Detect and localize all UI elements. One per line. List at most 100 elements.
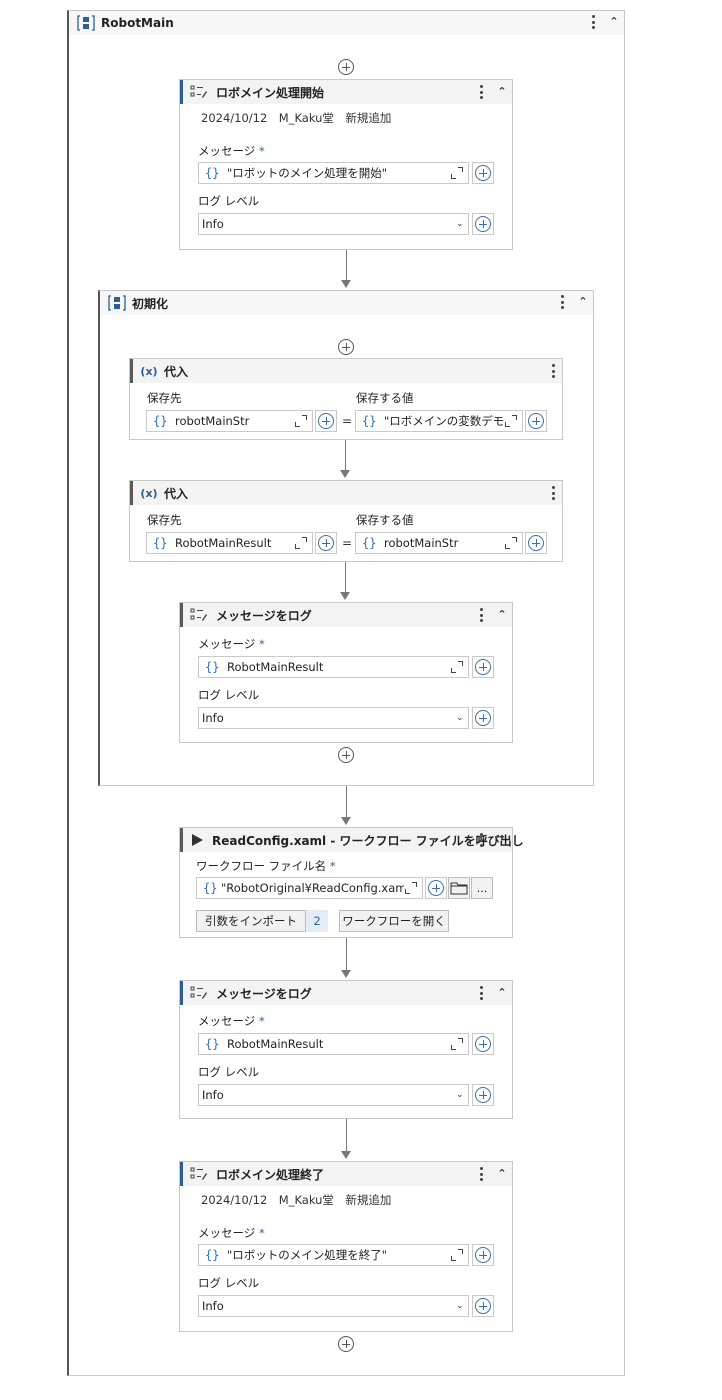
add-activity-top-icon[interactable] [338, 59, 354, 75]
play-icon [190, 831, 204, 849]
log-start-collapse-icon[interactable]: ⌃ [497, 85, 507, 98]
log-inner-message-label: メッセージ * [198, 637, 265, 651]
assign-1-header[interactable]: (x) 代入 [130, 359, 562, 383]
plus-icon [528, 413, 544, 429]
import-arguments-button[interactable]: 引数をインポート [196, 910, 306, 932]
expand-editor-icon[interactable] [450, 660, 464, 674]
more-options-button[interactable]: ... [471, 877, 493, 899]
assign-1-title: 代入 [164, 364, 189, 379]
log-start-level-select[interactable]: Info ⌄ [198, 213, 469, 235]
invoke-collapse-icon[interactable]: ⌃ [497, 833, 507, 846]
expression-icon: {} [203, 881, 218, 895]
log-start-title: ロボメイン処理開始 [216, 85, 325, 100]
log-start-activity[interactable]: ロボメイン処理開始 ⌃ 2024/10/12 M_Kaku堂 新規追加 メッセー… [179, 79, 513, 250]
log-start-message-field[interactable]: {} "ロボットのメイン処理を開始" [198, 162, 469, 184]
log-inner-activity[interactable]: メッセージをログ ⌃ メッセージ * {} RobotMainResult ログ… [179, 602, 513, 743]
expand-editor-icon[interactable] [294, 536, 308, 550]
assign-2-to-field[interactable]: {} RobotMainResult [146, 532, 313, 554]
log-inner-message-field[interactable]: {} RobotMainResult [198, 656, 469, 678]
log-end-message-add-button[interactable] [472, 1244, 494, 1266]
invoke-file-add-button[interactable] [425, 877, 447, 899]
connector-line [346, 1119, 347, 1151]
robotmain-menu-icon[interactable] [586, 14, 600, 30]
log-inner-header[interactable]: メッセージをログ [180, 603, 512, 627]
expand-editor-icon[interactable] [294, 414, 308, 428]
log-start-menu-icon[interactable] [474, 84, 488, 100]
assign-1-to-label: 保存先 [147, 391, 182, 405]
add-activity-init-bottom-icon[interactable] [338, 747, 354, 763]
log-outer-header[interactable]: メッセージをログ [180, 981, 512, 1005]
log-start-header[interactable]: ロボメイン処理開始 [180, 80, 512, 104]
log-end-menu-icon[interactable] [474, 1166, 488, 1182]
expand-editor-icon[interactable] [404, 881, 418, 895]
assign-2-value-field[interactable]: {} robotMainStr [355, 532, 523, 554]
expand-editor-icon[interactable] [504, 414, 518, 428]
invoke-header[interactable]: ReadConfig.xaml - ワークフロー ファイルを呼び出し [180, 828, 524, 852]
browse-folder-button[interactable] [448, 877, 470, 899]
assign-activity-1[interactable]: (x) 代入 保存先 保存する値 {} robotMainStr = {} "ロ… [129, 358, 563, 440]
log-outer-level-add-button[interactable] [472, 1084, 494, 1106]
assign-activity-2[interactable]: (x) 代入 保存先 保存する値 {} RobotMainResult = {}… [129, 480, 563, 562]
log-outer-message-value: RobotMainResult [227, 1037, 324, 1051]
expression-icon: {} [205, 1037, 220, 1051]
log-outer-title: メッセージをログ [216, 986, 312, 1001]
log-outer-level-select[interactable]: Info ⌄ [198, 1084, 469, 1106]
log-outer-menu-icon[interactable] [474, 985, 488, 1001]
open-workflow-button[interactable]: ワークフローを開く [339, 910, 449, 932]
assign-2-value-add-button[interactable] [525, 532, 547, 554]
assign-1-value-field[interactable]: {} "ロボメインの変数デモ" [355, 410, 523, 432]
assign-2-value-value: robotMainStr [384, 536, 459, 550]
expand-editor-icon[interactable] [504, 536, 518, 550]
init-header[interactable]: 初期化 [100, 291, 593, 315]
log-outer-message-field[interactable]: {} RobotMainResult [198, 1033, 469, 1055]
log-start-annotation: 2024/10/12 M_Kaku堂 新規追加 [201, 111, 392, 125]
assign-1-value-label: 保存する値 [356, 391, 414, 405]
add-activity-init-top-icon[interactable] [338, 339, 354, 355]
assign-1-to-add-button[interactable] [315, 410, 337, 432]
init-title: 初期化 [132, 296, 169, 311]
log-end-message-field[interactable]: {} "ロボットのメイン処理を終了" [198, 1244, 469, 1266]
log-start-message-add-button[interactable] [472, 162, 494, 184]
log-end-activity[interactable]: ロボメイン処理終了 ⌃ 2024/10/12 M_Kaku堂 新規追加 メッセー… [179, 1161, 513, 1332]
plus-icon [318, 535, 334, 551]
assign-2-to-add-button[interactable] [315, 532, 337, 554]
assign-1-to-field[interactable]: {} robotMainStr [146, 410, 313, 432]
robotmain-collapse-icon[interactable]: ⌃ [609, 15, 619, 28]
robotmain-header[interactable]: RobotMain [69, 11, 624, 35]
log-inner-menu-icon[interactable] [474, 607, 488, 623]
log-end-level-add-button[interactable] [472, 1295, 494, 1317]
expression-icon: {} [205, 166, 220, 180]
log-outer-level-value: Info [202, 1088, 224, 1102]
log-inner-message-add-button[interactable] [472, 656, 494, 678]
expand-editor-icon[interactable] [450, 1248, 464, 1262]
assign-1-value-add-button[interactable] [525, 410, 547, 432]
log-end-title: ロボメイン処理終了 [216, 1167, 325, 1182]
init-menu-icon[interactable] [555, 294, 569, 310]
log-outer-collapse-icon[interactable]: ⌃ [497, 986, 507, 999]
assign-2-header[interactable]: (x) 代入 [130, 481, 562, 505]
plus-icon [528, 535, 544, 551]
log-inner-level-add-button[interactable] [472, 707, 494, 729]
expand-editor-icon[interactable] [450, 166, 464, 180]
log-end-level-select[interactable]: Info ⌄ [198, 1295, 469, 1317]
log-start-level-add-button[interactable] [472, 213, 494, 235]
variable-x-icon: (x) [140, 486, 158, 500]
connector-arrow-icon [341, 280, 351, 288]
log-end-collapse-icon[interactable]: ⌃ [497, 1167, 507, 1180]
invoke-file-field[interactable]: {} "RobotOriginal¥ReadConfig.xaml' [196, 877, 423, 899]
assign-2-menu-icon[interactable] [546, 485, 560, 501]
expression-icon: {} [153, 414, 168, 428]
connector-arrow-icon [341, 1151, 351, 1159]
log-outer-activity[interactable]: メッセージをログ ⌃ メッセージ * {} RobotMainResult ログ… [179, 980, 513, 1119]
log-outer-message-add-button[interactable] [472, 1033, 494, 1055]
invoke-menu-icon[interactable] [474, 832, 488, 848]
log-inner-collapse-icon[interactable]: ⌃ [497, 608, 507, 621]
add-activity-bottom-icon[interactable] [338, 1336, 354, 1352]
log-end-header[interactable]: ロボメイン処理終了 [180, 1162, 512, 1186]
expand-editor-icon[interactable] [450, 1037, 464, 1051]
log-inner-level-select[interactable]: Info ⌄ [198, 707, 469, 729]
init-collapse-icon[interactable]: ⌃ [578, 295, 588, 308]
invoke-workflow-activity[interactable]: ReadConfig.xaml - ワークフロー ファイルを呼び出し ⌃ ワーク… [179, 827, 524, 938]
connector-arrow-icon [341, 817, 351, 825]
assign-1-menu-icon[interactable] [546, 363, 560, 379]
